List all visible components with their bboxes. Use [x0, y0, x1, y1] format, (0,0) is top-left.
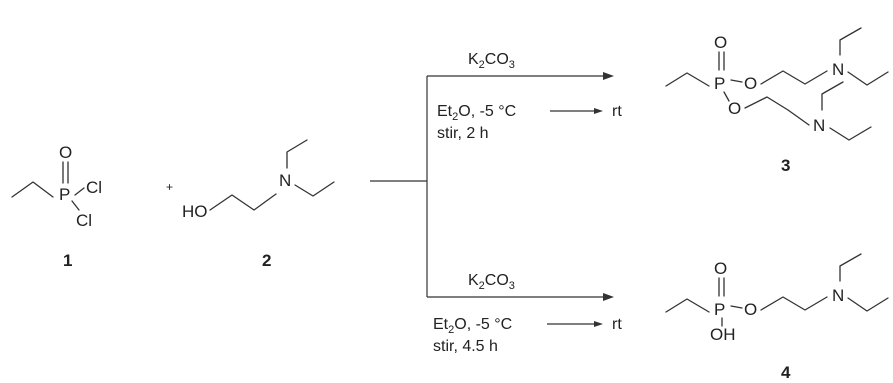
bottom-conditions: K2CO3 Et2O, -5 °C rt stir, 4.5 h: [433, 272, 622, 355]
c1-label: 1: [63, 251, 72, 270]
compound-4: O P O N OH 4: [665, 253, 889, 382]
top-temp-end: rt: [612, 103, 622, 120]
c3-oxygen-ester-atom-2: O: [728, 99, 741, 118]
plus-sign: +: [166, 180, 173, 194]
bottom-reagent-k2co3: K2CO3: [468, 272, 515, 292]
top-stir-time: stir, 2 h: [437, 125, 489, 142]
c4-n-lower-ethyl-bond: [847, 297, 889, 312]
top-solvent-temp: Et2O, -5 °C: [437, 103, 516, 123]
c3-phosphorus-atom: P: [714, 74, 725, 93]
reaction-arrows: [370, 72, 614, 301]
bottom-arrowhead: [603, 293, 614, 301]
bottom-solvent-temp: Et2O, -5 °C: [433, 316, 512, 336]
c4-p-o-ester-bond: [730, 305, 743, 309]
c2-upper-ethyl-bond: [286, 139, 308, 169]
c1-ethyl-bond: [11, 181, 54, 198]
c4-hydroxyl-group: OH: [710, 325, 736, 344]
c1-chlorine-atom-2: Cl: [76, 211, 92, 230]
c1-p-cl-bond-2: [71, 200, 80, 211]
c2-chain-bond: [209, 193, 277, 211]
c4-label: 4: [781, 363, 791, 382]
c1-phosphorus-atom: P: [59, 185, 70, 204]
top-arrowhead: [603, 72, 614, 80]
c4-ethyl-bond: [665, 298, 710, 313]
c1-chlorine-atom-1: Cl: [86, 178, 102, 197]
bottom-temp-end: rt: [612, 316, 622, 333]
c1-p-cl-bond-1: [74, 187, 85, 196]
c3-chain-1-bond: [760, 70, 828, 85]
c2-nitrogen-atom: N: [279, 171, 291, 190]
c4-phosphorus-atom: P: [714, 300, 725, 319]
c4-oxygen-double-atom: O: [714, 259, 727, 278]
c3-oxygen-double-atom: O: [714, 33, 727, 52]
c3-oxygen-ester-atom-1: O: [744, 74, 757, 93]
c3-label: 3: [781, 156, 790, 175]
c2-hydroxyl-group: HO: [182, 202, 208, 221]
c3-n1-upper-ethyl-bond: [839, 27, 862, 56]
bottom-temp-arrowhead: [594, 321, 603, 327]
c3-nitrogen-atom-2: N: [813, 116, 825, 135]
c3-p-o-ester-bond-1: [730, 79, 743, 83]
c1-oxygen-atom: O: [59, 143, 72, 162]
c3-p-o-ester-bond-2: [723, 91, 730, 102]
bottom-stir-time: stir, 4.5 h: [433, 338, 498, 355]
compound-1: O P Cl Cl 1: [11, 143, 102, 270]
c3-ethyl-bond: [665, 72, 710, 87]
c3-chain-2-bond: [744, 96, 810, 126]
c4-nitrogen-atom: N: [832, 286, 844, 305]
top-conditions: K2CO3 Et2O, -5 °C rt stir, 2 h: [437, 51, 622, 142]
compound-2: HO N 2: [182, 139, 335, 270]
c3-n2-upper-ethyl-bond: [821, 81, 844, 111]
c2-label: 2: [262, 251, 271, 270]
c4-chain-bond: [760, 296, 828, 311]
top-reagent-k2co3: K2CO3: [468, 51, 515, 71]
compound-3: O P O N O N 3: [665, 27, 889, 175]
c2-lower-ethyl-bond: [294, 181, 335, 197]
top-temp-arrowhead: [594, 108, 603, 114]
c4-oxygen-ester-atom: O: [744, 300, 757, 319]
c3-n2-lower-ethyl-bond: [829, 126, 872, 141]
c3-n1-lower-ethyl-bond: [847, 71, 889, 86]
c4-n-upper-ethyl-bond: [839, 253, 862, 282]
c3-nitrogen-atom-1: N: [832, 60, 844, 79]
